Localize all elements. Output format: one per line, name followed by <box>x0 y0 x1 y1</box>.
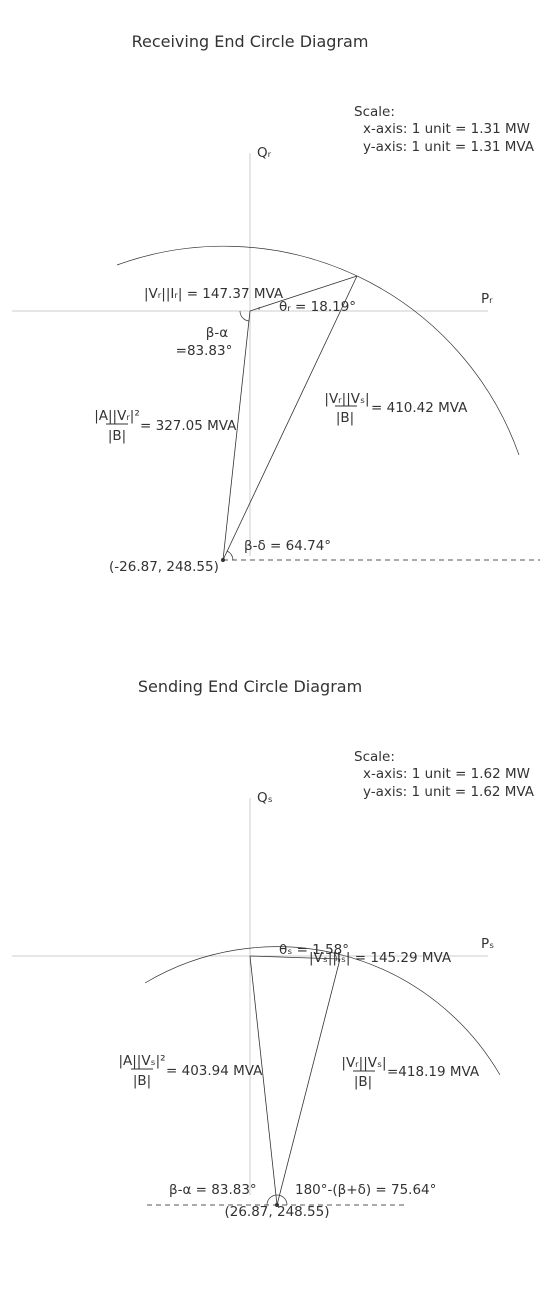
receiving-beta-alpha-value: =83.83° <box>176 343 233 359</box>
receiving-end-diagram: Receiving End Circle Diagram Scale: x-ax… <box>12 32 540 575</box>
sending-theta-arc <box>333 952 337 962</box>
receiving-a-vr-line <box>222 310 251 561</box>
receiving-q-axis-label: Qᵣ <box>257 145 272 161</box>
receiving-vv-value: = 410.42 MVA <box>371 400 468 416</box>
sending-scale-heading: Scale: <box>354 749 395 765</box>
sending-center-point <box>275 1203 279 1207</box>
receiving-center-label: (-26.87, 248.55) <box>109 559 219 575</box>
receiving-beta-delta-arc <box>226 550 234 561</box>
receiving-vr-ir-line <box>249 275 358 312</box>
sending-angle-180-label: 180°-(β+δ) = 75.64° <box>295 1182 436 1198</box>
receiving-scale-y: y-axis: 1 unit = 1.31 MVA <box>363 139 535 155</box>
sending-end-diagram: Sending End Circle Diagram Scale: x-axis… <box>12 677 535 1220</box>
receiving-scale-x: x-axis: 1 unit = 1.31 MW <box>363 121 530 137</box>
sending-a-value: = 403.94 MVA <box>166 1063 263 1079</box>
receiving-a-numerator: |A||Vᵣ|² <box>94 408 140 424</box>
receiving-beta-alpha-arc <box>239 310 250 322</box>
receiving-theta-label: θᵣ = 18.19° <box>279 299 356 315</box>
receiving-vv-denominator: |B| <box>336 410 354 426</box>
receiving-vr-ir-label: |Vᵣ||Iᵣ| = 147.37 MVA <box>144 286 284 302</box>
receiving-title: Receiving End Circle Diagram <box>132 32 369 51</box>
sending-center-label: (26.87, 248.55) <box>224 1204 329 1220</box>
sending-title: Sending End Circle Diagram <box>138 677 362 696</box>
sending-vv-numerator: |Vᵣ||Vₛ| <box>341 1055 386 1071</box>
sending-vs-is-line <box>249 955 341 960</box>
sending-vv-value: =418.19 MVA <box>387 1064 480 1080</box>
sending-beta-alpha-label: β-α = 83.83° <box>169 1182 257 1198</box>
receiving-center-point <box>221 558 225 562</box>
sending-vv-denominator: |B| <box>354 1074 372 1090</box>
sending-p-axis-label: Pₛ <box>481 936 494 952</box>
sending-scale-x: x-axis: 1 unit = 1.62 MW <box>363 766 530 782</box>
sending-a-numerator: |A||Vₛ|² <box>118 1053 165 1069</box>
receiving-a-denominator: |B| <box>108 428 126 444</box>
sending-vr-vs-line <box>276 958 341 1206</box>
receiving-vr-vs-line <box>222 275 358 561</box>
sending-angle-arc <box>266 1194 288 1206</box>
sending-a-denominator: |B| <box>133 1073 151 1089</box>
sending-theta-label: θₛ = 1.58° <box>279 942 349 958</box>
receiving-beta-alpha-label: β-α <box>206 325 228 341</box>
sending-q-axis-label: Qₛ <box>257 790 273 806</box>
sending-a-vs-line <box>249 955 278 1206</box>
receiving-scale-heading: Scale: <box>354 104 395 120</box>
sending-power-circle-arc <box>144 946 501 1076</box>
sending-vs-is-label: |Vₛ||Iₛ| = 145.29 MVA <box>309 950 452 966</box>
receiving-vv-numerator: |Vᵣ||Vₛ| <box>324 391 369 407</box>
sending-scale-y: y-axis: 1 unit = 1.62 MVA <box>363 784 535 800</box>
receiving-power-circle-arc <box>116 245 520 456</box>
receiving-a-value: = 327.05 MVA <box>140 418 237 434</box>
receiving-p-axis-label: Pᵣ <box>481 291 493 307</box>
receiving-beta-delta-label: β-δ = 64.74° <box>244 538 331 554</box>
